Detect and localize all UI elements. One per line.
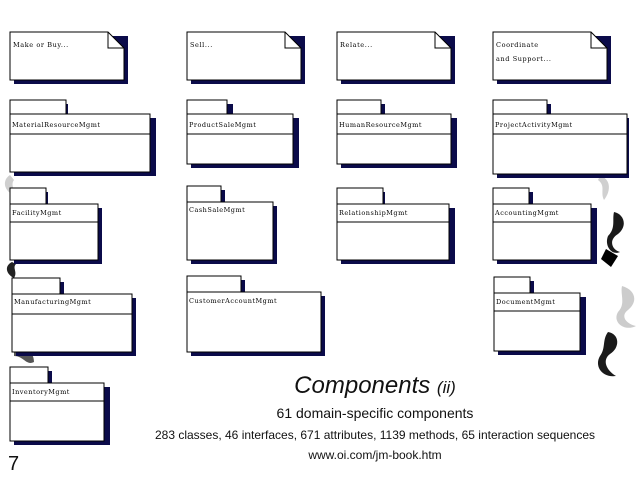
- package-shape: [9, 366, 110, 445]
- package-name: FacilityMgmt: [12, 209, 62, 217]
- slide-url: www.oi.com/jm-book.htm: [308, 448, 442, 462]
- package-name: CustomerAccountMgmt: [189, 297, 278, 305]
- package-name: MaterialResourceMgmt: [12, 121, 101, 129]
- swirl-right-4: [616, 286, 636, 328]
- package-name: ManufacturingMgmt: [14, 298, 92, 306]
- package-name: ProjectActivityMgmt: [495, 121, 573, 129]
- swirl-right-1: [598, 176, 609, 200]
- note-text: Sell...: [190, 41, 213, 49]
- package-shape: [9, 187, 102, 264]
- swirl-left-2: [6, 262, 16, 278]
- package-shape: [9, 99, 156, 176]
- package-shape: [186, 275, 325, 356]
- note-text: Make or Buy...: [13, 41, 69, 49]
- package-name: InventoryMgmt: [12, 388, 70, 396]
- package-name: AccountingMgmt: [495, 209, 559, 217]
- note-text: Relate...: [340, 41, 373, 49]
- note-shape: [492, 31, 611, 84]
- package-shape: [11, 277, 136, 356]
- slide-title-text: Components: [294, 372, 431, 399]
- swirl-right-5: [597, 332, 618, 377]
- slide-title: Components (ii): [130, 372, 620, 400]
- slide-title-suffix: (ii): [436, 378, 456, 397]
- package-name: RelationshipMgmt: [339, 209, 408, 217]
- package-shape: [492, 187, 597, 264]
- slide-stats: 283 classes, 46 interfaces, 671 attribut…: [154, 428, 596, 442]
- package-shape: [492, 99, 629, 178]
- package-shape: [186, 99, 299, 168]
- slide-subtitle: 61 domain-specific components: [276, 405, 474, 421]
- package-name: ProductSaleMgmt: [189, 121, 257, 129]
- package-shape: [336, 99, 457, 168]
- package-shape: [336, 187, 455, 264]
- note-coordinate-support: Coordinate and Support...: [492, 31, 611, 84]
- note-text: Coordinate and Support...: [496, 41, 552, 63]
- package-name: DocumentMgmt: [496, 298, 556, 306]
- note-shape: [9, 31, 128, 84]
- note-sell: Sell...: [186, 31, 305, 84]
- package-name: CashSaleMgmt: [189, 206, 246, 214]
- note-shape: [186, 31, 305, 84]
- package-shape: [186, 185, 277, 264]
- page-number: 7: [8, 453, 20, 475]
- swirl-right-3: [601, 249, 618, 267]
- note-shape: [336, 31, 455, 84]
- note-relate: Relate...: [336, 31, 455, 84]
- package-name: HumanResourceMgmt: [339, 121, 422, 129]
- package-shape: [493, 276, 586, 355]
- swirl-right-2: [606, 212, 624, 253]
- note-make-or-buy: Make or Buy...: [9, 31, 128, 84]
